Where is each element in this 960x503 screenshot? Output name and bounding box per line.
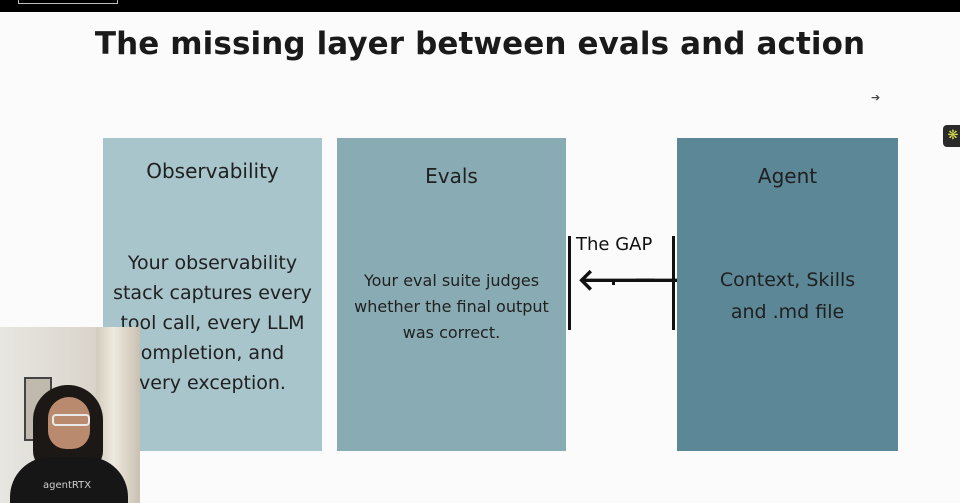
agent-panel: Agent Context, Skills and .md file [677,138,898,451]
slide-title: The missing layer between evals and acti… [0,26,960,62]
observability-body-line: Your observability [105,248,320,278]
agent-body: Context, Skills and .md file [677,264,898,328]
gap-left-bar [568,236,571,330]
webcam-video [0,327,140,503]
evals-body-line: whether the final output [339,294,564,320]
evals-body-line: Your eval suite judges [339,268,564,294]
gap-label: The GAP [576,234,652,255]
top-bar-tab[interactable] [18,0,118,4]
presentation-slide: The missing layer between evals and acti… [0,12,960,503]
evals-body: Your eval suite judges whether the final… [337,268,566,346]
top-bar [0,0,960,12]
shirt-logo-text: agentRTX [43,480,91,491]
observability-heading: Observability [103,159,322,183]
gap-dot [612,282,615,285]
arrow-right-icon: ➔ [871,91,880,104]
evals-heading: Evals [337,164,566,188]
evals-body-line: was correct. [339,320,564,346]
app-extension-icon[interactable]: ❋ [943,125,960,147]
presenter-glasses [52,414,90,426]
observability-body-line: stack captures every [105,278,320,308]
agent-heading: Agent [677,164,898,188]
agent-body-line: Context, Skills [677,264,898,296]
agent-body-line: and .md file [677,296,898,328]
evals-panel: Evals Your eval suite judges whether the… [337,138,566,451]
